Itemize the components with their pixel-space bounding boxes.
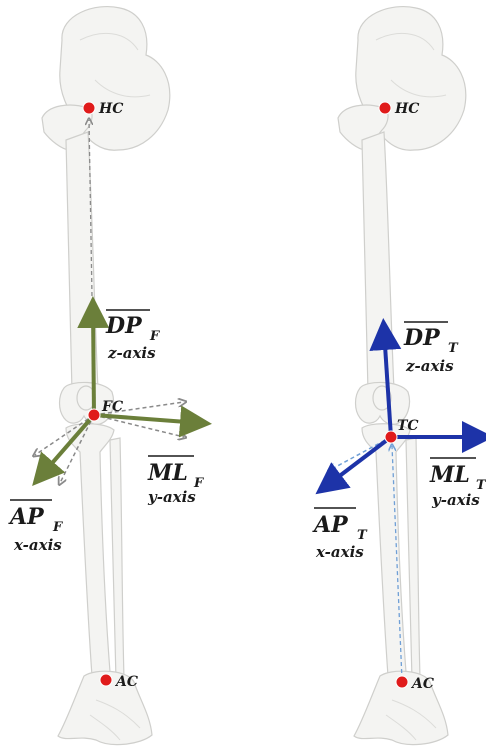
right-y-axis-label: ML T y-axis xyxy=(429,458,486,509)
left-x-caption: x-axis xyxy=(13,536,62,554)
left-ac-dot xyxy=(100,674,112,686)
left-ac-label: AC xyxy=(114,674,138,690)
right-femur-shaft xyxy=(362,132,394,392)
right-hc-label: HC xyxy=(394,101,419,117)
right-tc-dot xyxy=(385,431,397,443)
right-x-axis-label: AP T x-axis xyxy=(312,508,368,561)
right-z-symbol: DP xyxy=(403,325,441,351)
left-x-symbol: AP xyxy=(8,504,45,530)
left-y-axis-label: ML F y-axis xyxy=(147,456,204,506)
left-fibula xyxy=(110,438,124,680)
right-tc-label: TC xyxy=(397,418,419,434)
left-y-symbol: ML xyxy=(147,460,188,486)
left-z-caption: z-axis xyxy=(107,344,156,362)
left-y-caption: y-axis xyxy=(147,488,196,506)
right-z-axis-label: DP T z-axis xyxy=(403,322,459,375)
right-ac-dot xyxy=(396,676,408,688)
right-z-caption: z-axis xyxy=(405,357,454,375)
right-tibia xyxy=(362,424,410,676)
left-z-subscript: F xyxy=(149,329,160,344)
right-hc-dot xyxy=(379,102,391,114)
left-z-symbol: DP xyxy=(105,313,143,339)
right-fibula xyxy=(406,438,420,680)
left-hc-dot xyxy=(83,102,95,114)
right-x-subscript: T xyxy=(357,528,368,543)
left-tibia xyxy=(66,424,114,676)
left-hc-label: HC xyxy=(98,101,123,117)
left-x-axis-label: AP F x-axis xyxy=(8,500,63,554)
left-z-axis-arrow xyxy=(93,308,94,415)
right-x-symbol: AP xyxy=(312,512,349,538)
left-femur-axes xyxy=(35,120,200,483)
right-x-caption: x-axis xyxy=(315,543,364,561)
right-z-subscript: T xyxy=(448,341,459,356)
right-y-caption: y-axis xyxy=(431,491,480,509)
left-fc-dot xyxy=(88,409,100,421)
right-leg-skeleton xyxy=(338,7,466,745)
left-z-axis-label: DP F z-axis xyxy=(105,310,160,362)
left-leg-skeleton xyxy=(42,7,170,745)
left-x-subscript: F xyxy=(52,520,63,535)
left-fc-label: FC xyxy=(101,399,123,415)
right-y-symbol: ML xyxy=(429,462,470,488)
right-ac-label: AC xyxy=(410,676,434,692)
